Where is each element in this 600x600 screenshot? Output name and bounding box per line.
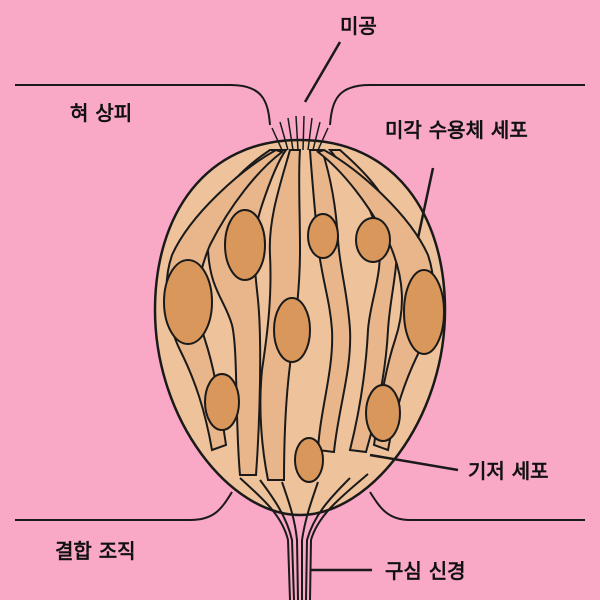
label-basal-cell: 기저 세포: [468, 459, 549, 483]
nucleus: [164, 260, 212, 344]
label-tongue-epithelium: 혀 상피: [70, 101, 132, 125]
nucleus: [205, 374, 239, 430]
nucleus: [356, 218, 390, 262]
nucleus: [366, 385, 400, 441]
nucleus: [404, 270, 444, 354]
nucleus: [225, 210, 265, 280]
nucleus: [295, 438, 323, 482]
label-connective-tissue: 결합 조직: [55, 539, 136, 563]
label-gustatory-receptor-cell: 미각 수용체 세포: [385, 118, 528, 142]
nucleus: [308, 214, 338, 258]
nucleus: [274, 298, 310, 362]
label-pore: 미공: [340, 14, 377, 38]
label-afferent-nerve: 구심 신경: [385, 559, 466, 583]
pore-leader-line: [305, 42, 340, 102]
